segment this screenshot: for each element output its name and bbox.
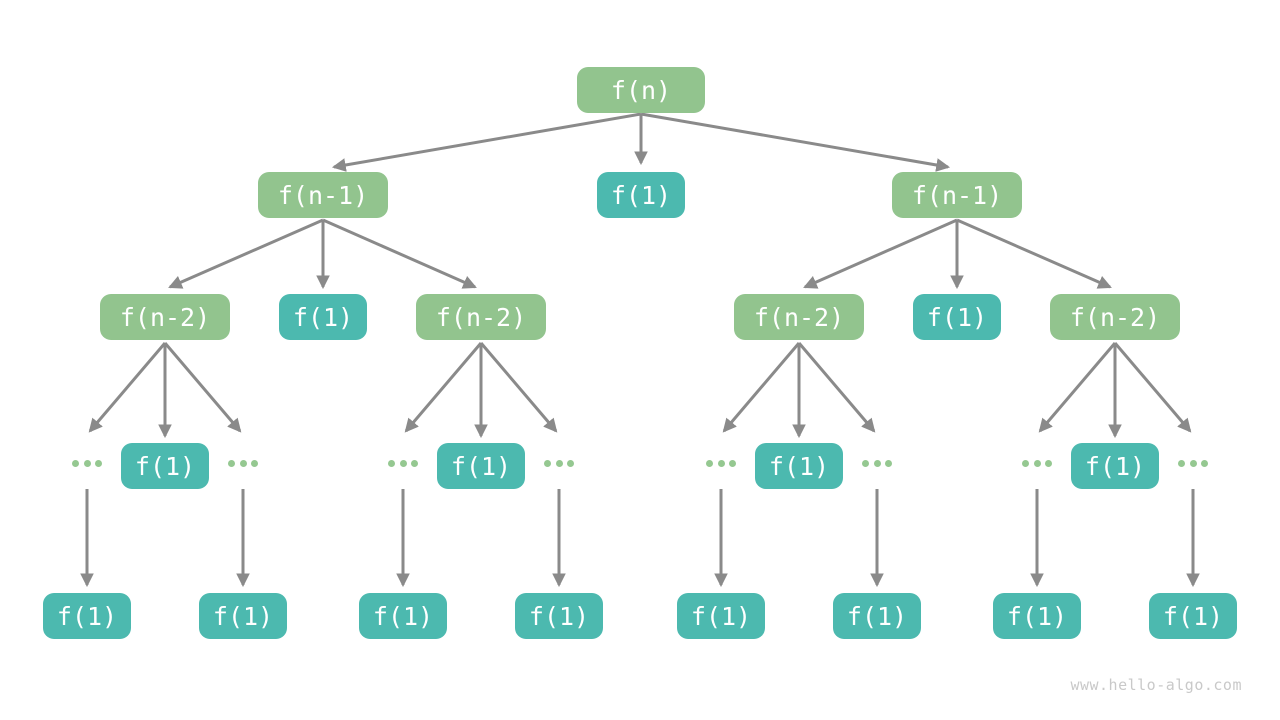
ellipsis-dot-icon <box>1178 459 1185 467</box>
ellipsis-node <box>1022 459 1052 467</box>
ellipsis-dot-icon <box>228 459 235 467</box>
ellipsis-dot-icon <box>251 459 258 467</box>
tree-node-f-n-1-: f(n-1) <box>258 172 388 218</box>
ellipsis-node <box>388 459 418 467</box>
ellipsis-dot-icon <box>729 459 736 467</box>
ellipsis-dot-icon <box>706 459 713 467</box>
ellipsis-dot-icon <box>83 459 91 467</box>
ellipsis-node <box>1178 459 1208 467</box>
tree-node-f-1-: f(1) <box>43 593 131 639</box>
edge-arrow-n4-e2 <box>163 342 242 433</box>
tree-node-f-1-: f(1) <box>199 593 287 639</box>
tree-node-f-n-2-: f(n-2) <box>734 294 864 340</box>
tree-node-f-1-: f(1) <box>279 294 367 340</box>
ellipsis-dot-icon <box>399 459 407 467</box>
ellipsis-dot-icon <box>1033 459 1041 467</box>
edge-arrow-n6-e3 <box>404 342 483 433</box>
edge-arrow-n9-e8 <box>1113 342 1192 433</box>
tree-node-f-1-: f(1) <box>993 593 1081 639</box>
edge-arrow-n0-n1 <box>331 112 642 172</box>
ellipsis-dot-icon <box>717 459 725 467</box>
tree-node-f-1-: f(1) <box>1071 443 1159 489</box>
edge-arrow-n6-e4 <box>479 342 558 433</box>
ellipsis-node <box>862 459 892 467</box>
tree-node-f-1-: f(1) <box>755 443 843 489</box>
tree-node-f-1-: f(1) <box>515 593 603 639</box>
watermark: www.hello-algo.com <box>1070 676 1242 694</box>
ellipsis-node <box>72 459 102 467</box>
tree-node-f-1-: f(1) <box>597 172 685 218</box>
ellipsis-dot-icon <box>388 459 395 467</box>
ellipsis-node <box>706 459 736 467</box>
tree-node-f-1-: f(1) <box>913 294 1001 340</box>
edge-arrow-n4-e1 <box>88 342 167 433</box>
ellipsis-dot-icon <box>95 459 102 467</box>
tree-node-f-1-: f(1) <box>121 443 209 489</box>
edge-arrow-n1-n6 <box>322 218 477 289</box>
ellipsis-dot-icon <box>411 459 418 467</box>
tree-node-f-n-2-: f(n-2) <box>1050 294 1180 340</box>
ellipsis-dot-icon <box>1045 459 1052 467</box>
tree-node-f-1-: f(1) <box>1149 593 1237 639</box>
edge-arrow-n1-n4 <box>168 218 324 289</box>
edge-arrow-n7-e6 <box>797 342 876 433</box>
ellipsis-dot-icon <box>567 459 574 467</box>
tree-node-f-n-2-: f(n-2) <box>100 294 230 340</box>
tree-node-f-n-: f(n) <box>577 67 705 113</box>
edge-arrow-n9-e7 <box>1038 342 1117 433</box>
ellipsis-dot-icon <box>72 459 79 467</box>
tree-node-f-1-: f(1) <box>677 593 765 639</box>
edge-arrow-n0-n3 <box>640 112 951 172</box>
tree-node-f-n-2-: f(n-2) <box>416 294 546 340</box>
tree-node-f-n-1-: f(n-1) <box>892 172 1022 218</box>
ellipsis-dot-icon <box>555 459 563 467</box>
ellipsis-dot-icon <box>885 459 892 467</box>
tree-node-f-1-: f(1) <box>437 443 525 489</box>
ellipsis-dot-icon <box>544 459 551 467</box>
edge-arrow-n7-e5 <box>722 342 801 433</box>
edge-arrow-n3-n9 <box>956 218 1112 289</box>
ellipsis-dot-icon <box>239 459 247 467</box>
tree-node-f-1-: f(1) <box>833 593 921 639</box>
edge-arrow-n3-n7 <box>803 218 958 289</box>
ellipsis-dot-icon <box>1022 459 1029 467</box>
ellipsis-dot-icon <box>1201 459 1208 467</box>
ellipsis-dot-icon <box>862 459 869 467</box>
ellipsis-node <box>544 459 574 467</box>
ellipsis-node <box>228 459 258 467</box>
ellipsis-dot-icon <box>1189 459 1197 467</box>
ellipsis-dot-icon <box>873 459 881 467</box>
tree-node-f-1-: f(1) <box>359 593 447 639</box>
